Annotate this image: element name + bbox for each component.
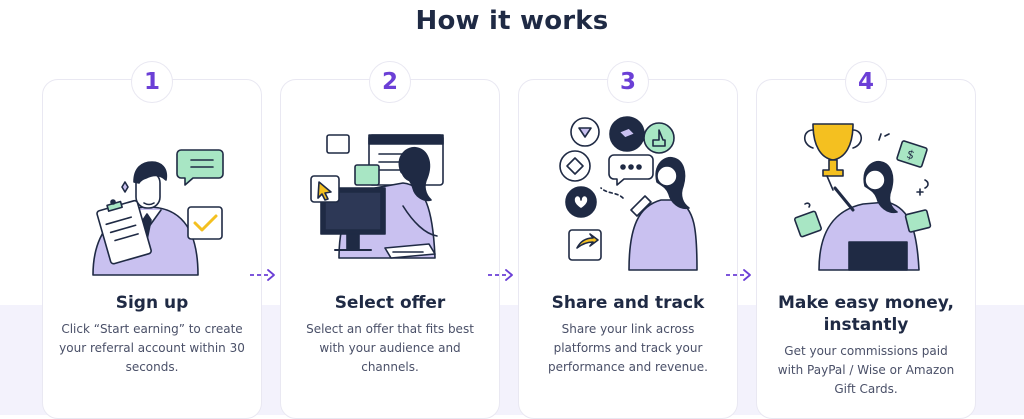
step-description: Click “Start earning” to create your ref… [59, 322, 245, 374]
dashed-arrow-icon [726, 269, 751, 281]
step-title: Select offer [334, 293, 446, 313]
step-card-select-offer: 2 Select offer Select an offer that fits… [280, 61, 500, 419]
step-title: Share and track [551, 293, 705, 313]
dashed-arrow-icon [250, 269, 275, 281]
step-number-badge: 4 [845, 61, 887, 103]
step-number-badge: 2 [369, 61, 411, 103]
step-card-sign-up: 1 Sign up Click “Start earning” to creat… [42, 61, 262, 419]
step-card-share-track: 3 Share and track Share your link [518, 61, 738, 419]
step-title: Sign up [115, 293, 189, 313]
dashed-arrow-icon [488, 269, 513, 281]
step-number-badge: 1 [131, 61, 173, 103]
step-number-badge: 3 [607, 61, 649, 103]
step-description: Share your link across platforms and tra… [547, 322, 708, 374]
step-card-make-money: 4 $ Make easy money, instantly Get your … [756, 61, 976, 419]
share-track-illustration-icon [559, 116, 698, 271]
svg-text:$: $ [905, 147, 917, 163]
sign-up-illustration-icon [92, 149, 224, 276]
section-title: How it works [415, 6, 609, 36]
step-description: Get your commissions paid with PayPal / … [777, 344, 955, 396]
step-title: Make easy money, instantly [777, 293, 955, 335]
trophy-money-illustration-icon: $ [794, 123, 932, 271]
step-description: Select an offer that fits best with your… [306, 322, 474, 374]
select-offer-illustration-icon [310, 134, 444, 259]
